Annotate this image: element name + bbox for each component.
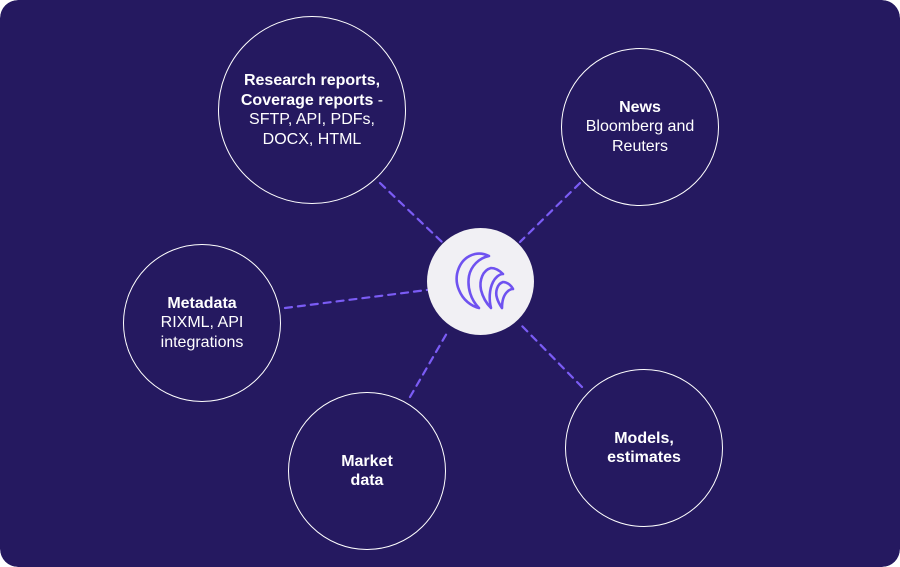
connector-market [408, 331, 449, 399]
node-research-label: Research reports, Coverage reports - SFT… [219, 71, 405, 149]
node-market: Market data [288, 392, 446, 550]
connector-research [378, 181, 444, 244]
node-news-label: News Bloomberg and Reuters [562, 98, 718, 157]
connector-metadata [283, 288, 429, 310]
node-metadata-label: Metadata RIXML, API integrations [139, 294, 265, 353]
node-models-label: Models, estimates [591, 429, 697, 468]
connector-news [518, 181, 582, 244]
central-hub [427, 228, 534, 335]
node-models-title: Models, estimates [607, 429, 681, 467]
node-metadata-title: Metadata [167, 294, 237, 312]
node-models: Models, estimates [565, 369, 723, 527]
connector-models [520, 324, 584, 389]
node-news: News Bloomberg and Reuters [561, 48, 719, 206]
node-news-title: News [619, 98, 661, 116]
node-metadata: Metadata RIXML, API integrations [123, 244, 281, 402]
node-news-detail: Bloomberg and Reuters [585, 118, 695, 155]
node-research: Research reports, Coverage reports - SFT… [218, 16, 406, 204]
node-research-detail: - SFTP, API, PDFs, DOCX, HTML [249, 91, 384, 148]
node-research-title: Research reports, Coverage reports [240, 72, 381, 109]
node-market-label: Market data [324, 452, 410, 491]
node-market-title: Market data [341, 452, 393, 490]
node-metadata-detail: RIXML, API integrations [160, 314, 244, 351]
brand-logo-icon [454, 251, 514, 309]
